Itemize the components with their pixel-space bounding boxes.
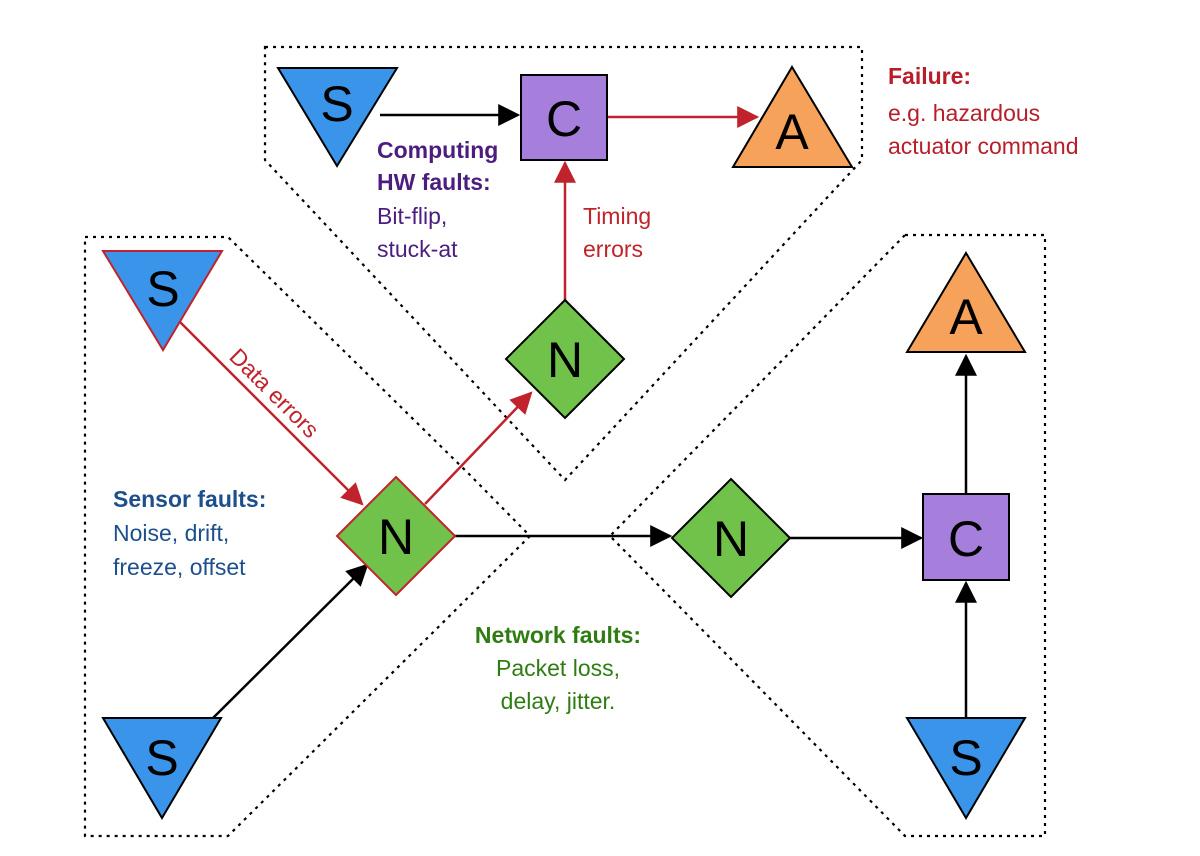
sensor-fault-region bbox=[83, 235, 532, 838]
svg-text:S: S bbox=[146, 261, 179, 317]
timing-errors-label-line1: Timing bbox=[583, 203, 651, 229]
network-node-right: N bbox=[670, 477, 792, 599]
sensor-faults-title: Sensor faults: bbox=[113, 486, 266, 512]
network-faults-title: Network faults: bbox=[475, 622, 641, 648]
network-node-top: N bbox=[504, 298, 626, 420]
sensor-faults-line1: Noise, drift, bbox=[113, 520, 229, 546]
network-faults-line2: delay, jitter. bbox=[501, 688, 616, 714]
computing-line1: Bit-flip, bbox=[377, 203, 447, 229]
svg-text:N: N bbox=[547, 332, 583, 388]
network-node-center: N bbox=[335, 475, 457, 597]
failure-title: Failure: bbox=[888, 63, 971, 89]
sensor-faults-line2: freeze, offset bbox=[113, 554, 246, 580]
computer-node-top: C bbox=[520, 74, 608, 161]
computing-line2: stuck-at bbox=[377, 236, 458, 262]
computing-faults-annotation: Computing HW faults: Bit-flip, stuck-at bbox=[377, 137, 498, 262]
network-faults-annotation: Network faults: Packet loss, delay, jitt… bbox=[475, 622, 641, 714]
computer-node-right: C bbox=[922, 493, 1010, 581]
network-faults-line1: Packet loss, bbox=[496, 655, 620, 681]
svg-text:N: N bbox=[713, 511, 749, 567]
network-fault-region bbox=[608, 233, 1047, 838]
svg-text:S: S bbox=[145, 730, 178, 786]
failure-line1: e.g. hazardous bbox=[888, 100, 1040, 126]
failure-line2: actuator command bbox=[888, 133, 1078, 159]
sensor-node-top: S bbox=[276, 67, 399, 168]
data-errors-label: Data errors bbox=[224, 343, 324, 443]
actuator-node-right: A bbox=[905, 251, 1027, 353]
timing-errors-label-line2: errors bbox=[583, 236, 643, 262]
svg-text:A: A bbox=[949, 289, 983, 345]
sensor-node-left: S bbox=[101, 250, 224, 352]
svg-text:C: C bbox=[948, 511, 984, 567]
sensor-node-bottom-left: S bbox=[101, 717, 223, 820]
computing-fault-region bbox=[263, 45, 864, 482]
svg-text:A: A bbox=[775, 104, 809, 160]
svg-text:C: C bbox=[546, 91, 582, 147]
edge-sensor-to-network-data bbox=[162, 304, 364, 506]
edge-sensor-to-network-bottom bbox=[212, 563, 369, 719]
failure-annotation: Failure: e.g. hazardous actuator command bbox=[888, 63, 1078, 159]
svg-text:S: S bbox=[320, 76, 353, 132]
computing-title-line2: HW faults: bbox=[377, 169, 491, 195]
edge-network-to-network-top bbox=[424, 391, 533, 505]
actuator-node-top: A bbox=[731, 65, 854, 168]
computing-title-line1: Computing bbox=[377, 137, 498, 163]
sensor-node-bottom-right: S bbox=[905, 717, 1027, 820]
svg-text:S: S bbox=[949, 730, 982, 786]
sensor-faults-annotation: Sensor faults: Noise, drift, freeze, off… bbox=[113, 486, 266, 580]
svg-text:N: N bbox=[378, 509, 414, 565]
